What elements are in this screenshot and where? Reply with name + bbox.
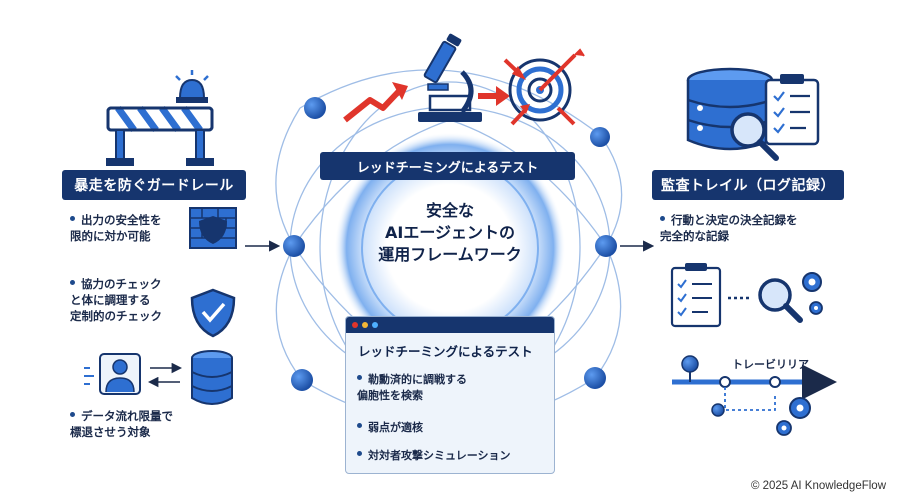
center-title: 安全な AIエージェントの 運用フレームワーク xyxy=(350,200,550,266)
timeline-label: トレービリリア xyxy=(732,358,809,371)
clipboard-icon-small xyxy=(670,263,722,328)
center-glow xyxy=(335,133,565,363)
audit-trail-panel-title: 監査トレイル（ログ記録） xyxy=(652,170,844,200)
siren-icon xyxy=(175,70,209,103)
copyright: © 2025 AI KnowledgeFlow xyxy=(750,480,886,492)
bidirectional-arrows xyxy=(147,362,183,388)
user-icon xyxy=(84,353,141,395)
database-icon xyxy=(191,350,233,405)
barricade-icon xyxy=(106,105,214,166)
red-teaming-item: 対対者攻撃シミュレーション xyxy=(357,448,511,464)
red-teaming-banner: レッドチーミングによるテスト xyxy=(320,152,575,180)
magnifier-icon-small xyxy=(758,278,803,323)
red-arrow-right xyxy=(478,86,510,106)
guardrail-item: データ流れ限量で 標退させう対象 xyxy=(70,409,173,439)
gear-icon xyxy=(802,272,823,315)
red-arrow-left xyxy=(343,82,408,123)
orbit-nodes xyxy=(283,97,617,391)
guardrail-item: 協力のチェック と体に調理する 定制的のチェック xyxy=(70,277,162,323)
magnifier-icon xyxy=(730,112,779,161)
target-icon xyxy=(503,48,585,126)
check-shield-icon xyxy=(190,288,236,338)
clipboard-icon xyxy=(764,74,820,146)
center-title-line: 安全な xyxy=(425,201,474,220)
red-teaming-item: 弱点が適核 xyxy=(357,420,423,436)
red-teaming-item: 勒勳済的に調戦する 偏胞性を検索 xyxy=(357,373,467,402)
window-titlebar xyxy=(346,317,554,333)
center-title-line: 運用フレームワーク xyxy=(378,245,522,264)
red-teaming-window: レッドチーミングによるテスト xyxy=(345,316,555,474)
microscope-icon xyxy=(418,33,482,122)
center-title-line: AIエージェントの xyxy=(384,223,516,242)
guardrail-panel-title: 暴走を防ぐガードレール xyxy=(62,170,246,200)
window-title: レッドチーミングによるテスト xyxy=(358,344,533,359)
timeline xyxy=(672,355,837,436)
guardrail-item: 出力の安全性を 限的に対か可能 xyxy=(70,213,162,243)
audit-trail-item: 行動と決定の決全記録を 完全的な記録 xyxy=(660,213,798,243)
firewall-shield-icon xyxy=(189,207,237,249)
